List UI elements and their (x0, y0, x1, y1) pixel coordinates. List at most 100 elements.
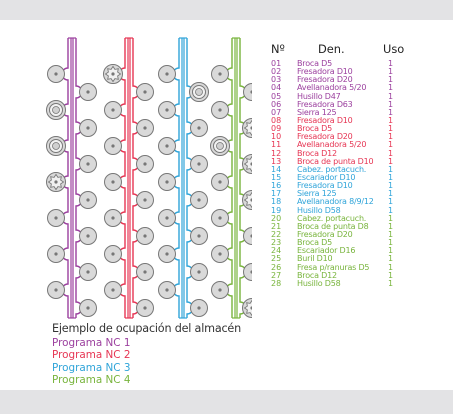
tool-magazine-diagram (46, 37, 252, 319)
tool-name: Fresadora D20 (297, 75, 353, 85)
tool-usage: 1 (388, 140, 394, 150)
tool-pocket (103, 64, 123, 84)
legend-title: Ejemplo de ocupación del almacén (52, 322, 241, 335)
legend: Ejemplo de ocupación del almacén Program… (52, 322, 241, 387)
tool-name: Broca D5 (297, 238, 332, 248)
tool-name: Broca D5 (297, 124, 332, 134)
tool-name: Husillo D58 (297, 205, 341, 215)
tool-usage: 1 (388, 156, 394, 166)
tool-pocket (242, 298, 252, 318)
tool-pocket (242, 154, 252, 174)
tool-name: Sierra 125 (297, 189, 337, 199)
tool-usage: 1 (388, 238, 394, 248)
tool-pocket (242, 190, 252, 210)
tool-number: 02 (271, 67, 282, 77)
tool-pocket (104, 245, 122, 263)
tool-name: Sierra 125 (297, 107, 337, 117)
tool-pocket (211, 209, 229, 227)
tool-number: 09 (271, 124, 282, 134)
tool-pocket (243, 227, 252, 245)
tool-name: Avellanadora 8/9/12 (297, 197, 374, 207)
tool-name: Cabez. portacuch. (297, 213, 367, 223)
tool-name: Avellanadora 5/20 (297, 140, 367, 150)
tool-number: 20 (271, 213, 282, 223)
table-row: 23 Broca D5 1 (268, 238, 418, 248)
tool-usage: 1 (388, 83, 394, 93)
tool-pocket (79, 191, 97, 209)
tool-pocket (158, 173, 176, 191)
tool-usage: 1 (388, 132, 394, 142)
tool-number: 15 (271, 172, 282, 182)
tool-pocket (211, 65, 229, 83)
tool-name: Fresadora D20 (297, 132, 353, 142)
tool-number: 26 (271, 262, 282, 272)
tool-pocket (158, 209, 176, 227)
tool-usage: 1 (388, 229, 394, 239)
tool-name: Husillo D58 (297, 278, 341, 288)
tool-number: 16 (271, 181, 282, 191)
tool-pocket (211, 281, 229, 299)
tool-name: Husillo D47 (297, 91, 341, 101)
tool-pocket (189, 82, 209, 102)
tool-pocket (211, 173, 229, 191)
tool-usage: 1 (388, 115, 394, 125)
tool-pocket (158, 101, 176, 119)
tool-pocket (104, 173, 122, 191)
tool-number: 23 (271, 238, 282, 248)
tool-usage: 1 (388, 59, 394, 68)
tool-usage: 1 (388, 205, 394, 215)
tool-pocket (79, 227, 97, 245)
tool-usage: 1 (388, 99, 394, 109)
rack-3 (158, 37, 209, 319)
tool-pocket (158, 65, 176, 83)
tool-pocket (136, 119, 154, 137)
tool-pocket (190, 155, 208, 173)
tool-number: 19 (271, 205, 282, 215)
tool-pocket (210, 136, 230, 156)
tool-usage: 1 (388, 221, 394, 231)
tool-pocket (47, 209, 65, 227)
tool-number: 06 (271, 99, 282, 109)
tool-usage: 1 (388, 246, 394, 256)
tool-number: 11 (271, 140, 282, 150)
tool-name: Broca de punta D10 (297, 156, 374, 166)
header-denomination: Den. (318, 42, 345, 56)
tool-pocket (190, 227, 208, 245)
tool-name: Fresadora D10 (297, 181, 353, 191)
table-row: 13 Broca de punta D10 1 (268, 156, 418, 166)
tool-pocket (79, 299, 97, 317)
tool-name: Escariador D10 (297, 172, 356, 182)
tool-pocket (136, 299, 154, 317)
tool-name: Broca D5 (297, 59, 332, 68)
tool-pocket (211, 245, 229, 263)
tool-pocket (242, 118, 252, 138)
tool-pocket (104, 101, 122, 119)
tool-number: 13 (271, 156, 282, 166)
tool-pocket (158, 245, 176, 263)
tool-number: 04 (271, 83, 282, 93)
tool-pocket (190, 299, 208, 317)
tool-pocket (47, 281, 65, 299)
tool-number: 10 (271, 132, 282, 142)
tool-usage: 1 (388, 278, 394, 288)
rack-1 (46, 37, 97, 319)
tool-pocket (211, 101, 229, 119)
